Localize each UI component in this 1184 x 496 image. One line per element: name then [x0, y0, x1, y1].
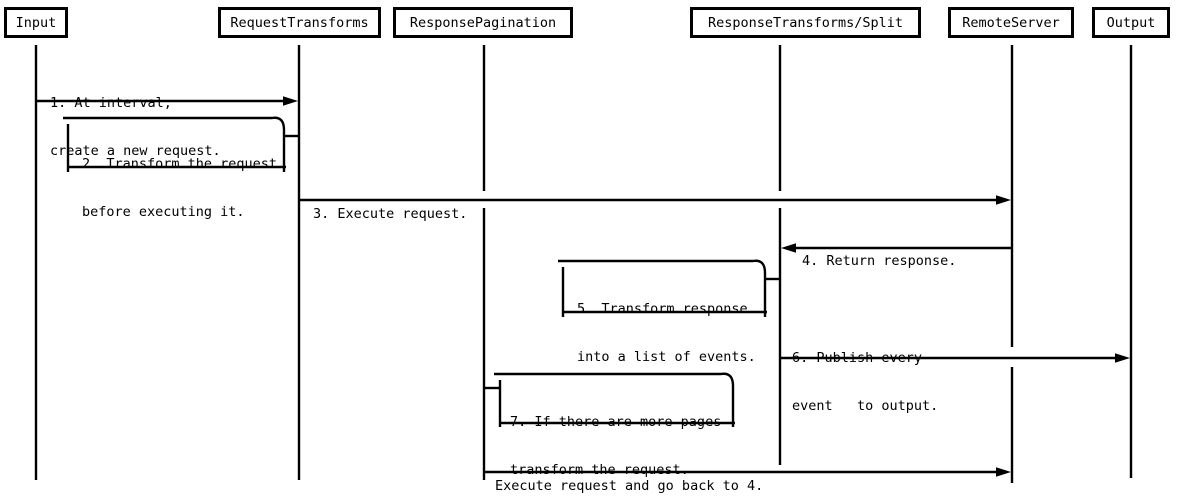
message-2-label: 2. Transform the request before executin… [82, 124, 277, 252]
message-line: 6. Publish every [792, 350, 923, 366]
actor-box-input: Input [4, 7, 68, 38]
message-6-label: 6. Publish every event to output. [792, 318, 938, 446]
message-line: 4. Return response. [802, 253, 957, 269]
message-4-arrow [781, 243, 1012, 253]
actor-label: RequestTransforms [230, 14, 369, 31]
actor-box-output: Output [1092, 7, 1170, 38]
message-4-label: 4. Return response. [802, 221, 956, 301]
message-line: Execute request and go back to 4. [495, 478, 764, 494]
actor-label: ResponsePagination [409, 14, 557, 31]
message-line: 1. At interval, [50, 95, 172, 111]
message-1-arrow [36, 96, 298, 106]
actor-box-request-transforms: RequestTransforms [218, 7, 381, 38]
message-1-label: 1. At interval, create a new request. [50, 63, 221, 191]
message-line: 7. If there are more pages [510, 414, 722, 430]
actor-box-remote-server: RemoteServer [948, 7, 1074, 38]
message-line: 2. Transform the request [82, 156, 278, 172]
message-5-label: 5. Transform response into a list of eve… [577, 269, 756, 397]
message-7-label: 7. If there are more pages transform the… [510, 382, 721, 496]
message-line: event to output. [792, 398, 939, 414]
message-3-arrow [299, 195, 1011, 205]
message-3-label: 3. Execute request. [313, 174, 467, 254]
arrowhead-right-icon [996, 467, 1011, 477]
message-line: create a new request. [50, 143, 221, 159]
message-6-arrow [780, 353, 1130, 363]
actor-label: ResponseTransforms/Split [707, 14, 904, 31]
arrowhead-right-icon [283, 96, 298, 106]
self-message-5-loop [558, 259, 779, 317]
message-line: transform the request. [510, 462, 689, 478]
self-message-7-loop [484, 372, 735, 427]
actor-label: Output [1106, 14, 1156, 31]
self-message-2-loop [63, 116, 298, 172]
message-line: 3. Execute request. [313, 206, 468, 222]
arrowhead-left-icon [781, 243, 796, 253]
actor-label: Input [15, 14, 57, 31]
message-8-label: Execute request and go back to 4. [495, 446, 763, 496]
message-8-arrow [484, 467, 1011, 477]
message-line: before executing it. [82, 204, 245, 220]
actor-label: RemoteServer [962, 14, 1060, 31]
actor-box-response-transforms-split: ResponseTransforms/Split [690, 7, 921, 38]
message-line: into a list of events. [577, 349, 756, 365]
message-line: 5. Transform response [577, 301, 748, 317]
arrowhead-right-icon [1115, 353, 1130, 363]
arrowhead-right-icon [996, 195, 1011, 205]
actor-box-response-pagination: ResponsePagination [393, 7, 573, 38]
